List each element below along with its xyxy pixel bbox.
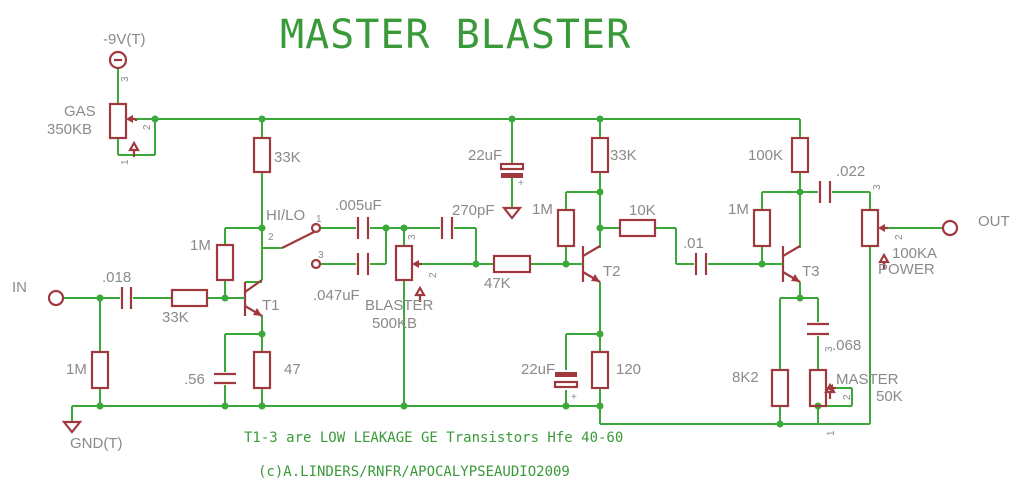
r-1m-t1-label: 1M — [190, 237, 211, 254]
r-33k-in-label: 33K — [162, 309, 189, 326]
gas-label: GAS — [64, 103, 96, 120]
gas-value-label: 350KB — [47, 121, 92, 138]
blaster-label: BLASTER — [365, 297, 434, 314]
r-8k2-label: 8K2 — [732, 369, 759, 386]
c-005-label: .005uF — [335, 197, 382, 214]
resistor-1m-t1 — [215, 243, 235, 282]
r-47-label: 47 — [284, 361, 301, 378]
supply-label: -9V(T) — [103, 31, 146, 48]
junctions — [96, 115, 822, 428]
pin-label: 3 — [824, 346, 835, 352]
transistor-t2 — [581, 245, 601, 283]
pin-label: 2 — [842, 394, 853, 400]
c-56-label: .56 — [184, 371, 205, 388]
resistor-47k — [492, 254, 532, 274]
blaster-potentiometer — [394, 244, 426, 302]
hi-lo-label: HI/LO — [266, 207, 305, 224]
gas-potentiometer — [108, 102, 140, 157]
c-22u-bottom-label: 22uF — [521, 361, 555, 378]
resistor-1m-t2 — [556, 208, 576, 248]
r-1m-t2-label: 1M — [532, 201, 553, 218]
t2-label: T2 — [603, 263, 621, 280]
resistor-8k2 — [770, 368, 790, 408]
pin-label: 2 — [428, 272, 439, 278]
r-33k-top-label: 33K — [274, 149, 301, 166]
master-value-label: 50K — [876, 388, 903, 405]
r-47k-label: 47K — [484, 275, 511, 292]
power-value-label: 100KA — [892, 245, 937, 262]
r-120-label: 120 — [616, 361, 641, 378]
capacitor-22uf-bottom: + — [553, 372, 579, 403]
r-100k-label: 100K — [748, 147, 783, 164]
resistor-33k-top — [252, 136, 272, 174]
capacitor-005uf — [356, 217, 370, 239]
pin-label: 3 — [318, 250, 324, 261]
ground-symbol — [61, 420, 83, 434]
capacitor-270pf — [440, 217, 454, 239]
gnd-label: GND(T) — [70, 435, 123, 452]
resistor-100k — [790, 136, 810, 174]
plus-sign: + — [571, 392, 577, 403]
labels: -9V(T) GAS 350KB 33K HI/LO .005uF 270pF … — [12, 31, 1010, 452]
power-potentiometer — [860, 208, 890, 269]
c-022-label: .022 — [836, 163, 865, 180]
pin-label: 2 — [142, 124, 153, 130]
r-33k-t2-label: 33K — [610, 147, 637, 164]
t1-label: T1 — [262, 297, 280, 314]
transistor-t3 — [781, 245, 801, 283]
plus-sign: + — [518, 178, 524, 189]
r-10k-label: 10K — [629, 202, 656, 219]
pin-label: 3 — [120, 76, 131, 82]
resistor-1m-t3 — [752, 208, 772, 248]
c-018-label: .018 — [102, 269, 131, 286]
pin-label: 1 — [826, 430, 837, 436]
master-potentiometer — [808, 368, 836, 408]
resistor-10k — [618, 218, 657, 238]
pin-label: 3 — [872, 184, 883, 190]
capacitor-047uf — [356, 253, 370, 275]
output-jack — [941, 219, 959, 237]
resistor-1m-in — [90, 350, 110, 390]
pin-label: 2 — [268, 232, 274, 243]
resistor-120 — [590, 350, 610, 390]
t3-label: T3 — [802, 263, 820, 280]
supply-terminal — [108, 50, 128, 70]
resistor-33k-in — [170, 288, 209, 308]
input-jack — [47, 289, 65, 307]
resistor-47 — [252, 350, 272, 390]
capacitor-018 — [120, 287, 133, 309]
in-label: IN — [12, 279, 27, 296]
c-22u-top-label: 22uF — [468, 147, 502, 164]
page-title: MASTER BLASTER — [280, 12, 631, 58]
power-label: POWER — [878, 261, 935, 278]
blaster-value-label: 500KB — [372, 315, 417, 332]
pin-label: 1 — [316, 214, 322, 225]
ground-arrow-22uf — [501, 206, 523, 220]
hi-lo-switch — [281, 222, 322, 270]
c-047-label: .047uF — [313, 287, 360, 304]
capacitor-22uf-top: + — [499, 162, 525, 189]
r-1m-t3-label: 1M — [728, 201, 749, 218]
credit-note: (c)A.LINDERS/RNFR/APOCALYPSEAUDIO2009 — [258, 464, 570, 480]
pin-label: 2 — [894, 234, 905, 240]
capacitor-56 — [214, 372, 236, 385]
resistor-33k-t2 — [590, 136, 610, 174]
transistor-t1 — [243, 279, 263, 317]
pin-label: 1 — [120, 159, 131, 165]
c-01-label: .01 — [683, 235, 704, 252]
capacitor-01 — [694, 253, 708, 275]
capacitor-022 — [818, 181, 832, 203]
master-label: MASTER — [836, 371, 899, 388]
capacitor-068 — [807, 322, 829, 336]
transistor-note: T1-3 are LOW LEAKAGE GE Transistors Hfe … — [244, 430, 623, 446]
pin-label: 3 — [407, 234, 418, 240]
r-1m-in-label: 1M — [66, 361, 87, 378]
pin-numbers: 3 2 1 1 2 3 3 2 3 2 3 2 1 — [120, 76, 905, 436]
out-label: OUT — [978, 213, 1010, 230]
c-068-label: .068 — [832, 337, 861, 354]
c-270p-label: 270pF — [452, 202, 495, 219]
